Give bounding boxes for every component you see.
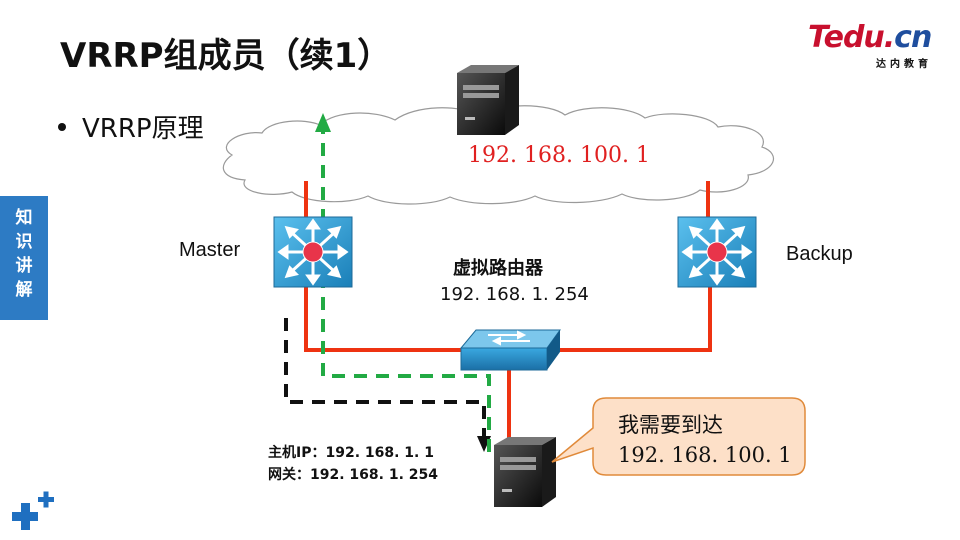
gateway-dashed-path [284, 318, 486, 440]
virtual-router-ip: 192. 168. 1. 254 [440, 284, 589, 305]
callout-text: 我需要到达 192. 168. 100. 1 [618, 410, 792, 470]
physical-links [304, 181, 712, 440]
bullet-text: VRRP原理 [82, 114, 204, 144]
side-tab-char: 识 [15, 232, 33, 252]
plus-logo-icon [12, 491, 54, 530]
host-gateway-label: 网关：192. 168. 1. 254 [268, 467, 438, 483]
side-tab-char: 知 [15, 208, 33, 228]
green-arrowhead [315, 113, 331, 132]
server-icon [457, 65, 519, 135]
router-icon [272, 215, 354, 289]
logo-brand-main: Tedu. [808, 20, 895, 55]
bullet-dot [58, 122, 66, 131]
tedu-logo: Tedu.cn 达内教育 [808, 20, 938, 70]
callout-line: 192. 168. 100. 1 [618, 443, 792, 467]
server-icon [494, 437, 556, 507]
callout-bubble [551, 397, 806, 476]
logo-subtitle: 达内教育 [876, 59, 932, 70]
side-tab-char: 解 [15, 280, 33, 300]
slide-title: VRRP组成员（续1） [60, 36, 392, 76]
logo-brand-suffix: cn [894, 20, 932, 55]
host-ip-label: 主机IP：192. 168. 1. 1 [268, 445, 434, 461]
side-tab-char: 讲 [15, 256, 33, 276]
callout-line: 我需要到达 [618, 413, 723, 437]
backup-label: Backup [786, 243, 853, 265]
switch-icon [459, 329, 561, 371]
bullet-item: VRRP原理 [58, 108, 204, 145]
side-tab-knowledge[interactable]: 知 识 讲 解 [0, 196, 48, 320]
logo-brand: Tedu.cn [808, 20, 932, 55]
cloud-ip-label: 192. 168. 100. 1 [468, 143, 650, 168]
virtual-router-title: 虚拟路由器 [453, 258, 543, 279]
cloud-icon [222, 105, 774, 205]
router-icon [676, 215, 758, 289]
master-label: Master [179, 239, 241, 261]
